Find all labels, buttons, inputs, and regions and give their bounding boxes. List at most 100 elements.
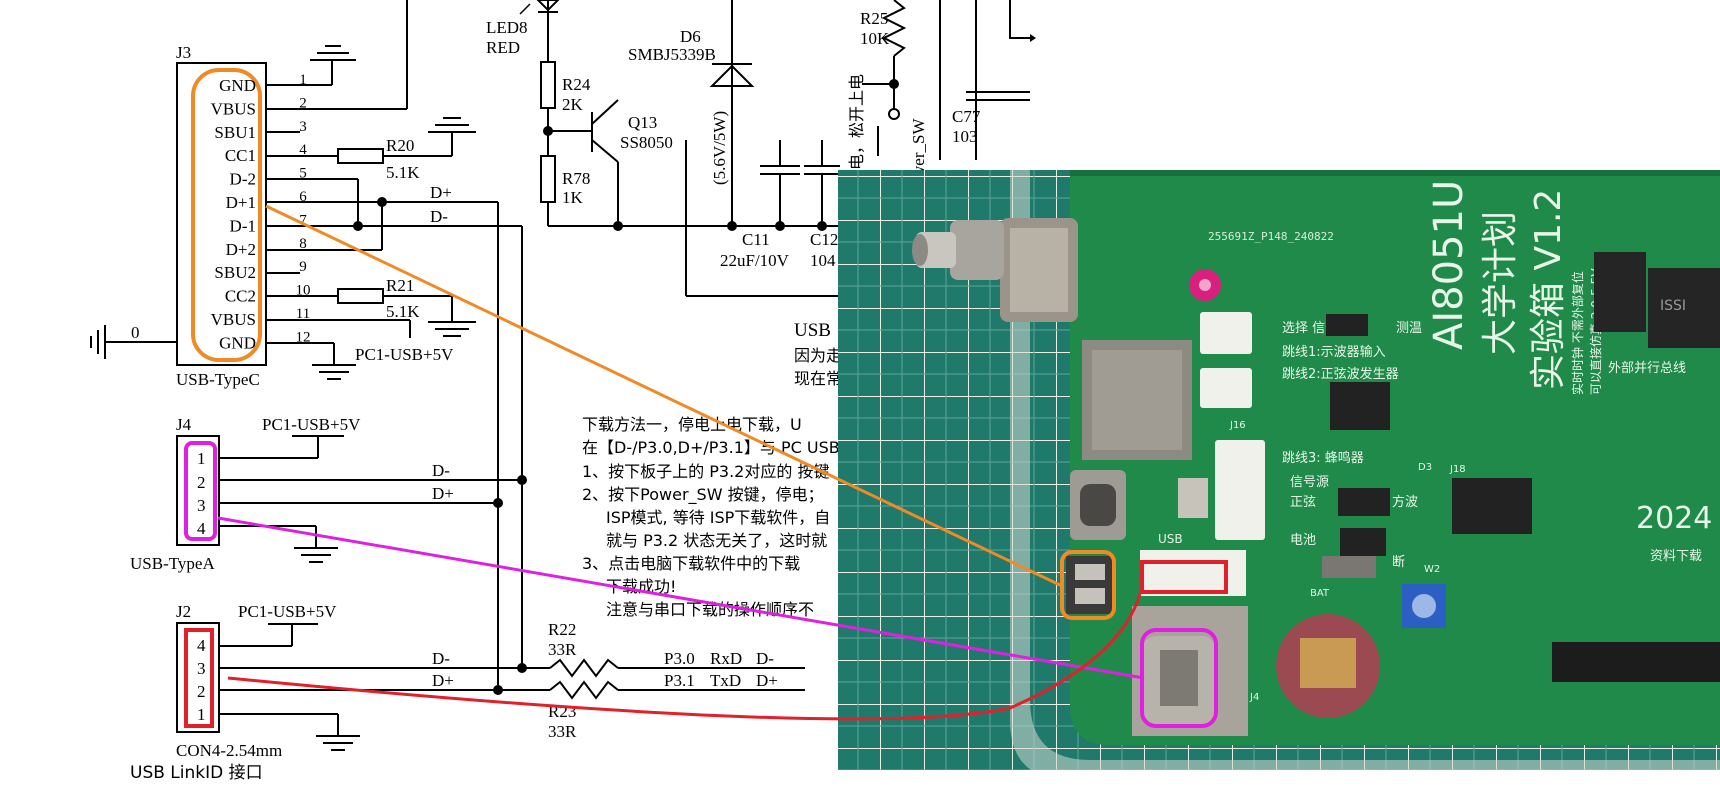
- j2-power-net: PC1-USB+5V: [238, 602, 337, 621]
- c12-ref: C12: [810, 230, 838, 249]
- orange-callout: [265, 204, 1063, 588]
- silk-off: 断: [1392, 555, 1405, 570]
- j4-pin-3: 3: [197, 496, 206, 515]
- j2-pin-4: 4: [197, 636, 206, 655]
- j2-pin-2: 2: [197, 682, 206, 701]
- note-m7: 3、点击电脑下载软件中的下载: [582, 554, 800, 573]
- j3-pc1-net: PC1-USB+5V: [355, 345, 454, 364]
- j4-magenta-highlight: [184, 441, 217, 541]
- r20-val: 5.1K: [386, 163, 420, 182]
- j4-dplus-net: D+: [432, 484, 454, 503]
- j3-pin-number: 3: [299, 119, 307, 135]
- j4-pin-2: 2: [197, 473, 206, 492]
- bnc-connector: [912, 218, 1078, 322]
- j3-pin-label: SBU1: [214, 123, 256, 142]
- sw-note: 电，松开上电: [847, 74, 866, 170]
- j3-pin-label: GND: [219, 76, 256, 95]
- p31-dplus-label: D+: [756, 671, 778, 690]
- j3-pin-label: D+2: [226, 240, 256, 259]
- j3-ref: J3: [176, 43, 191, 62]
- j2-pin-3: 3: [197, 659, 206, 678]
- r24-val: 2K: [562, 95, 584, 114]
- board-year: 2024: [1636, 501, 1712, 536]
- silk-sine: 正弦: [1290, 494, 1316, 510]
- r78-ref: R78: [562, 169, 590, 188]
- j3-pin-label: GND: [219, 333, 256, 352]
- jst-connector-3: [1215, 440, 1265, 540]
- r21-val: 5.1K: [386, 302, 420, 321]
- j3-pin-label: CC1: [225, 146, 256, 165]
- led8-val: RED: [486, 38, 520, 57]
- j2-dplus-net: D+: [432, 671, 454, 690]
- led8-ref: LED8: [486, 18, 528, 37]
- j3-pin-number: 4: [299, 142, 307, 158]
- download-notes: USB 因为走 现在常 下载方法一，停电上电下载，U 在【D-/P3.0,D+/…: [582, 320, 861, 619]
- board-title-1: AI8051U: [1426, 180, 1472, 350]
- j4-pin-4: 4: [197, 519, 206, 538]
- usb-note-l1: 因为走: [794, 346, 842, 365]
- silk-temp: 测温: [1396, 321, 1422, 336]
- r22-val: 33R: [548, 640, 577, 659]
- j3-pin-number: 1: [299, 72, 307, 88]
- j3-pin-number: 7: [299, 212, 307, 228]
- r22-ref: R22: [548, 620, 576, 639]
- r22-r23-series-resistors: R22 33R R23 33R P3.0 RxD D- P3.1 TxD D+: [548, 620, 805, 741]
- d6-val: SMBJ5339B: [628, 45, 716, 64]
- j2-pin-1: 1: [197, 705, 206, 724]
- silk-bat: BAT: [1310, 588, 1330, 599]
- j3-name: USB-TypeC: [176, 370, 260, 389]
- silk-jumper2: 跳线2:正弦波发生器: [1282, 366, 1399, 382]
- chip-1: [1594, 252, 1646, 332]
- usb-data-bus: [497, 202, 523, 690]
- p31-label: P3.1: [664, 671, 695, 690]
- j3-pin-number: 8: [299, 236, 307, 252]
- r24-ref: R24: [562, 75, 591, 94]
- c11-val: 22uF/10V: [720, 251, 790, 270]
- j3-pin-number: 9: [299, 259, 307, 275]
- silk-j18: J18: [1449, 464, 1466, 475]
- callout-lines: [217, 204, 1145, 721]
- silk-battery: 电池: [1290, 533, 1316, 548]
- silk-ext-bus: 外部并行总线: [1608, 361, 1686, 376]
- q13-ref: Q13: [628, 113, 657, 132]
- r78-val: 1K: [562, 188, 584, 207]
- pcb-photo: AI8051U 大学计划 实验箱 V1.2 实时时钟 不需外部复位 可以直接仿真…: [838, 170, 1720, 770]
- j4-pin-1: 1: [197, 449, 206, 468]
- r25-ref: R25: [860, 9, 888, 28]
- chip-issi-label: ISSI: [1660, 298, 1686, 314]
- j3-pin-label: VBUS: [211, 310, 256, 329]
- c77-ref: C77: [952, 107, 981, 126]
- r20-ref: R20: [386, 136, 414, 155]
- j4-usb-typea-connector: J4 1 2 3 4 USB-TypeA PC1-USB+5V D- D+: [130, 415, 527, 573]
- p30-label: P3.0: [664, 649, 695, 668]
- j3-wiring: R20 5.1K D+ D- R21 5.1K PC1-USB+5V: [266, 0, 522, 380]
- c77-val: 103: [952, 127, 978, 146]
- silk-download: 资料下载: [1650, 549, 1702, 564]
- j3-pin-label: D+1: [226, 193, 256, 212]
- note-m2: 在【D-/P3.0,D+/P3.1】与 PC USB 端: [582, 438, 861, 457]
- j4-ref: J4: [176, 415, 192, 434]
- r21-ref: R21: [386, 276, 414, 295]
- j3-pin-label: D-1: [230, 216, 256, 235]
- silk-jumper3: 跳线3: 蜂鸣器: [1282, 450, 1364, 466]
- r25-val: 10K: [860, 29, 890, 48]
- c11-ref: C11: [742, 230, 770, 249]
- photo-red-highlight: [1140, 560, 1228, 594]
- d6-rating: (5.6V/5W): [710, 111, 729, 185]
- jst-connector-2: [1200, 368, 1252, 408]
- red-callout: [227, 593, 1142, 721]
- j2-name1: CON4-2.54mm: [176, 741, 282, 760]
- silk-d3: D3: [1418, 462, 1432, 473]
- board-title-3: 实验箱 V1.2: [1528, 189, 1569, 390]
- note-m9: 注意与串口下载的操作顺序不: [606, 600, 814, 619]
- d6-ref: D6: [680, 27, 701, 46]
- j3-orange-highlight: [191, 68, 262, 362]
- j3-pin-number: 5: [299, 166, 307, 182]
- q13-val: SS8050: [620, 133, 673, 152]
- j3-dminus-net: D-: [430, 207, 448, 226]
- j4-power-net: PC1-USB+5V: [262, 415, 361, 434]
- jst-connector-1: [1200, 312, 1252, 354]
- rxd-label: RxD: [710, 649, 742, 668]
